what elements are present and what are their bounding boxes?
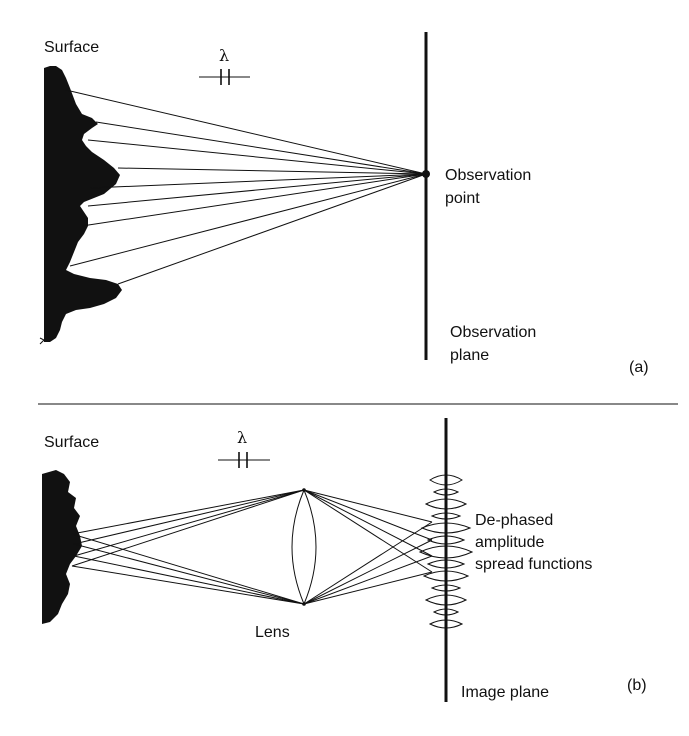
rays-image-side-b	[303, 489, 433, 605]
rays-a	[65, 89, 427, 285]
rough-surface-a	[44, 66, 122, 342]
surface-label-a: Surface	[44, 39, 99, 56]
lens	[291, 488, 317, 606]
spread-label-3: spread functions	[475, 556, 592, 573]
wavelength-marker-b: λ	[218, 428, 270, 468]
lens-label: Lens	[255, 624, 290, 641]
panel-a: Surface λ Observation point Obser	[39, 32, 649, 376]
observation-point-label-2: point	[445, 190, 480, 207]
spread-functions	[418, 474, 474, 629]
observation-point-label-1: Observation	[445, 167, 531, 184]
wavelength-marker-a: λ	[199, 46, 250, 85]
rough-surface-b	[42, 470, 82, 624]
spread-label-2: amplitude	[475, 534, 544, 551]
panel-tag-a: (a)	[629, 359, 649, 376]
wavelength-symbol-b: λ	[237, 428, 247, 447]
panel-tag-b: (b)	[627, 677, 647, 694]
image-plane-label: Image plane	[461, 684, 549, 701]
spread-label-1: De-phased	[475, 512, 553, 529]
observation-plane-label-2: plane	[450, 347, 489, 364]
observation-point-dot	[422, 170, 430, 178]
panel-b: Surface λ	[42, 418, 647, 702]
surface-label-b: Surface	[44, 434, 99, 451]
rays-object-side-b	[71, 489, 305, 605]
wavelength-symbol-a: λ	[219, 46, 229, 65]
observation-plane-label-1: Observation	[450, 324, 536, 341]
